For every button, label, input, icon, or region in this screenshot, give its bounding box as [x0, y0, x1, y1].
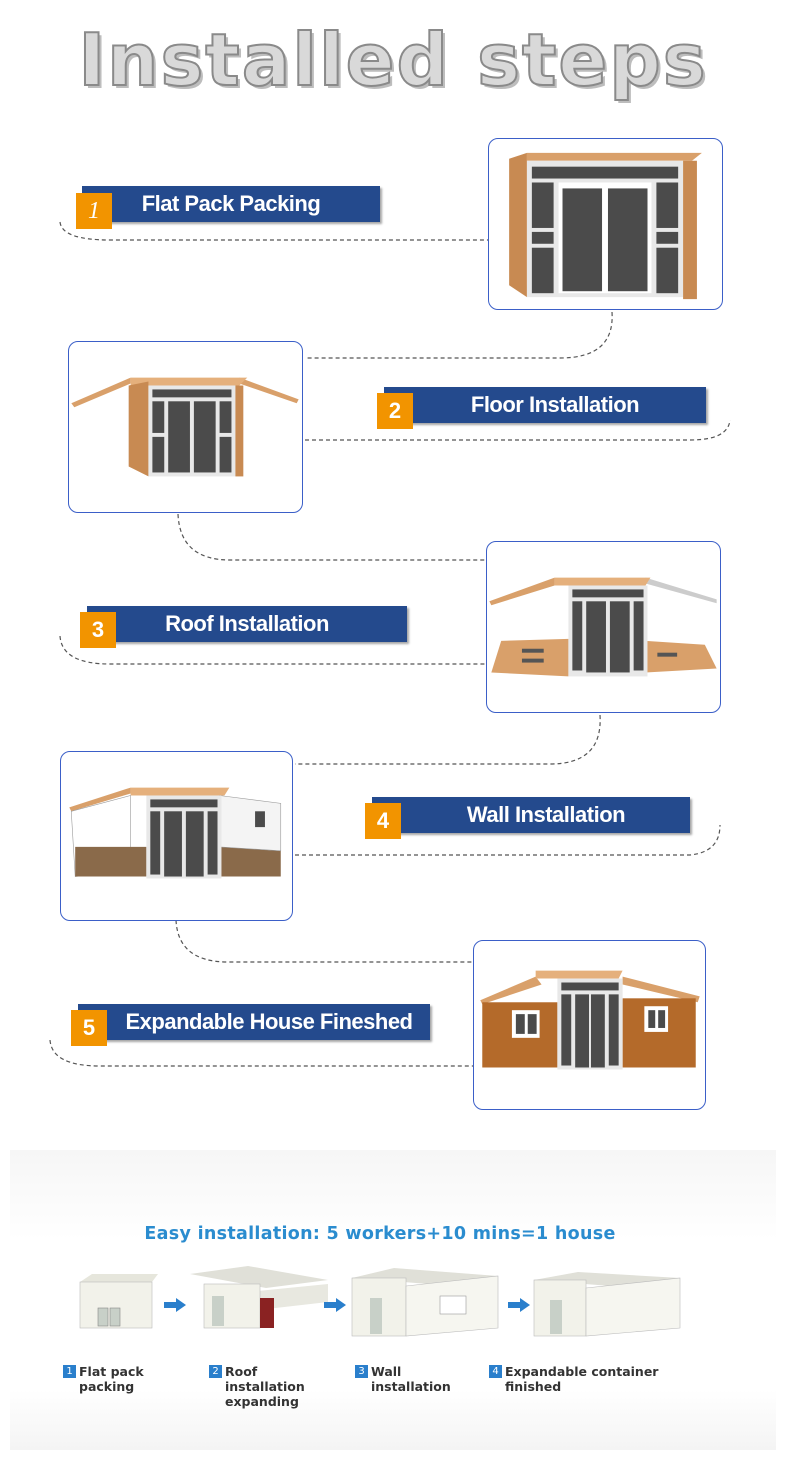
step-5-label: Expandable House Fineshed [125, 1009, 413, 1034]
step-2-badge: 2 [377, 393, 413, 429]
summary-headline: Easy installation: 5 workers+10 mins=1 h… [144, 1224, 616, 1244]
arrow-right-icon [324, 1298, 346, 1312]
summary-image-4 [533, 1272, 681, 1337]
summary-caption-3: 3 Wall installation [355, 1364, 485, 1394]
dashed-connector-lines [49, 221, 731, 1067]
summary-number-4: 4 [489, 1365, 502, 1378]
step-3-badge: 3 [80, 612, 116, 648]
arrow-right-icon [164, 1298, 186, 1312]
step-1-image [488, 138, 723, 310]
step-5-image [473, 940, 706, 1110]
step-4-banner: Wall Installation [372, 797, 690, 833]
step-4-badge: 4 [365, 803, 401, 839]
step-2-label: Floor Installation [470, 392, 640, 417]
step-1-banner: Flat Pack Packing [82, 186, 380, 222]
summary-caption-2: 2 Roof installation expanding [209, 1364, 334, 1409]
summary-caption-1: 1 Flat pack packing [63, 1364, 203, 1394]
step-3-label: Roof Installation [165, 611, 329, 636]
summary-image-2 [190, 1266, 328, 1329]
step-3-image [486, 541, 721, 713]
summary-caption-4: 4 Expandable container finished [489, 1364, 719, 1394]
summary-label-2: Roof installation expanding [225, 1364, 305, 1409]
summary-number-3: 3 [355, 1365, 368, 1378]
summary-label-4: Expandable container finished [505, 1364, 659, 1394]
step-2-banner: Floor Installation [384, 387, 706, 423]
page-title: Installed steps [77, 17, 708, 103]
step-4-label: Wall Installation [466, 802, 626, 827]
summary-number-2: 2 [209, 1365, 222, 1378]
step-1-label: Flat Pack Packing [141, 191, 321, 216]
summary-image-3 [351, 1268, 499, 1337]
summary-label-3: Wall installation [371, 1364, 451, 1394]
summary-label-1: Flat pack packing [79, 1364, 144, 1394]
arrow-right-icon [508, 1298, 530, 1312]
summary-number-1: 1 [63, 1365, 76, 1378]
step-2-image [68, 341, 303, 513]
step-3-banner: Roof Installation [87, 606, 407, 642]
step-1-badge: 1 [76, 193, 112, 229]
step-5-badge: 5 [71, 1010, 107, 1046]
step-5-banner: Expandable House Fineshed [78, 1004, 430, 1040]
summary-image-1 [79, 1274, 158, 1329]
step-4-image [60, 751, 293, 921]
